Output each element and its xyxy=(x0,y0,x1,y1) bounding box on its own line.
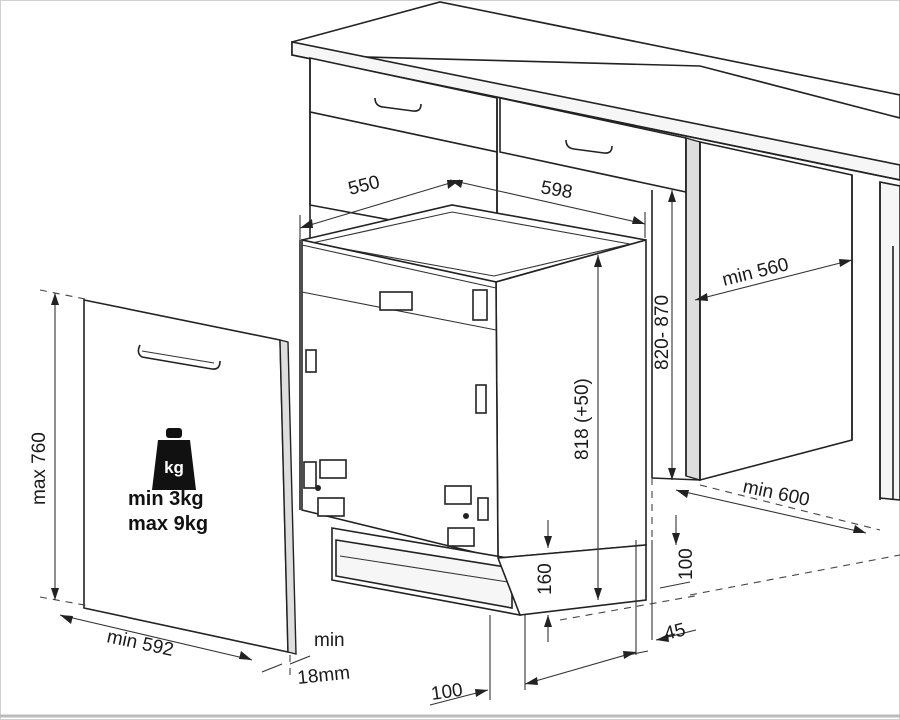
dim-door-height xyxy=(51,293,59,600)
weight-min-label: min 3kg xyxy=(128,488,204,510)
floor-lines xyxy=(39,289,900,675)
dim-door-thickness xyxy=(261,655,311,673)
dim-depth xyxy=(299,179,461,242)
cabinet-right xyxy=(651,137,853,482)
dim-appliance-height xyxy=(594,255,602,600)
dim-door-thickness-label: 18mm xyxy=(296,663,351,689)
dim-plinth-offset-label: 100 xyxy=(676,548,697,580)
dim-plinth-height-label: 160 xyxy=(535,563,556,595)
dim-door-thickness-min: min xyxy=(314,630,345,651)
drawer-handle-left xyxy=(374,97,422,112)
dim-width-label: 598 xyxy=(539,177,574,203)
dim-niche-floor-depth-label: min 600 xyxy=(741,476,811,511)
dim-door-height-label: max 760 xyxy=(29,432,50,505)
dim-bottom-offset xyxy=(429,615,637,706)
dim-cabinet-height-label: 820- 870 xyxy=(652,295,673,370)
drawer-handle-right xyxy=(565,139,613,154)
dim-cabinet-height xyxy=(668,190,676,480)
dim-plinth-offset xyxy=(635,515,691,655)
dim-door-width-label: min 592 xyxy=(105,626,175,661)
dim-door-width xyxy=(59,614,253,661)
dim-width xyxy=(449,179,646,238)
dishwasher xyxy=(299,204,647,616)
weight-icon: kg xyxy=(152,428,196,490)
dim-side-offset-label: 45 xyxy=(662,619,688,644)
dim-niche-floor-depth xyxy=(675,489,867,534)
dim-plinth-height xyxy=(544,520,552,642)
dim-appliance-height-label: 818 (+50) xyxy=(572,378,593,460)
dim-niche-depth xyxy=(694,259,853,301)
dim-bottom-offset-label: 100 xyxy=(430,680,464,705)
door-handle xyxy=(137,344,221,370)
weight-icon-label: kg xyxy=(164,458,184,477)
cabinet-far-right xyxy=(879,181,900,501)
weight-max-label: max 9kg xyxy=(128,513,208,535)
